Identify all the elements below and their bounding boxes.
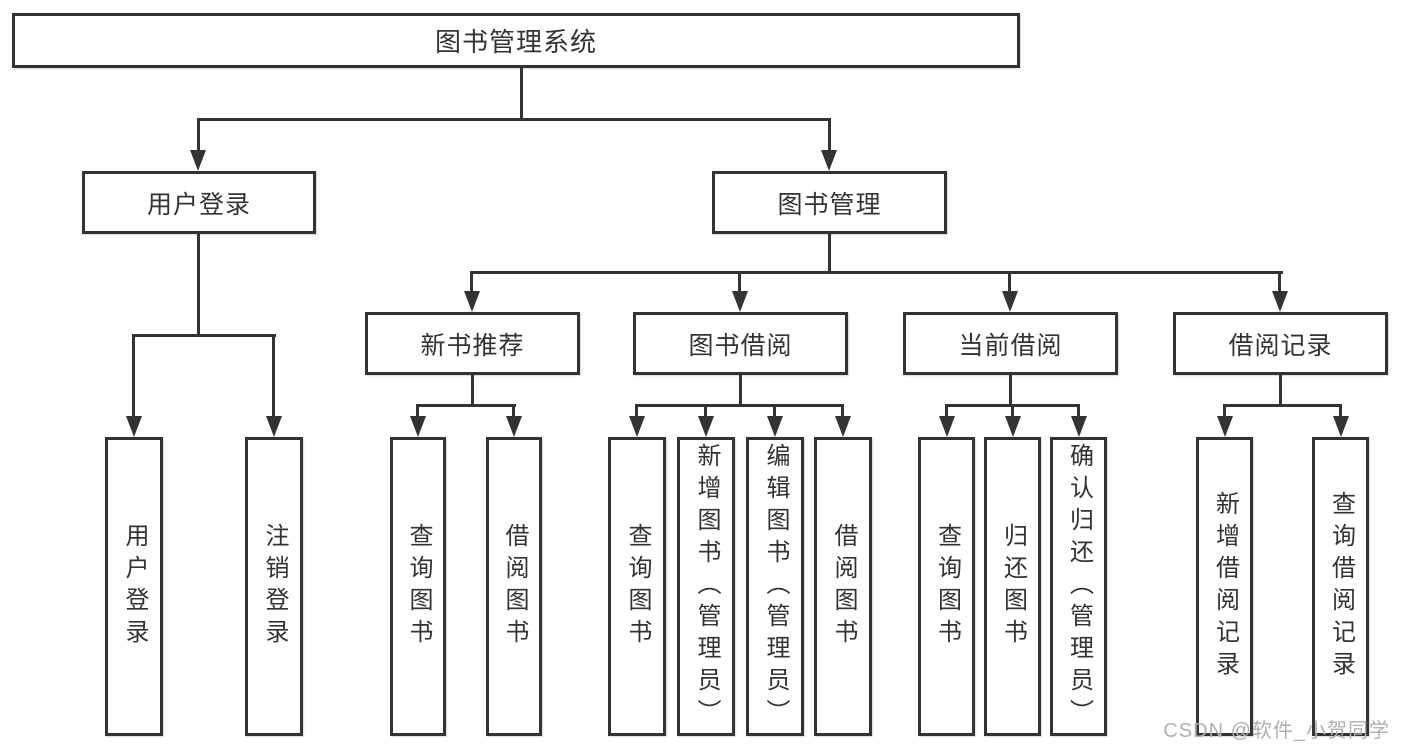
- connector-line: [520, 68, 523, 120]
- connector-line: [828, 118, 831, 152]
- node-label: 新书推荐: [420, 331, 525, 360]
- connector-line: [1278, 271, 1281, 293]
- node-user-login: 用户登录: [82, 171, 316, 234]
- node-borrow-book: 借阅图书: [814, 437, 872, 736]
- csdn-watermark: CSDN @软件_小贺同学: [1163, 720, 1390, 742]
- arrow-down-icon: [1272, 291, 1288, 312]
- node-label: 借阅图书: [830, 522, 857, 651]
- connector-line: [416, 404, 516, 407]
- node-return-book: 归还图书: [984, 437, 1041, 736]
- node-label: 图书管理: [777, 190, 882, 219]
- connector-line: [197, 234, 200, 336]
- arrow-down-icon: [464, 291, 480, 312]
- arrow-down-icon: [126, 416, 142, 437]
- node-label: 新增借阅记录: [1211, 490, 1239, 683]
- arrow-down-icon: [629, 416, 645, 437]
- node-new-book-recommend: 新书推荐: [365, 312, 580, 375]
- node-book-borrowing: 图书借阅: [633, 312, 848, 375]
- connector-line: [1011, 404, 1014, 418]
- node-user-login-leaf: 用户登录: [105, 437, 163, 736]
- node-library-management-system: 图书管理系统: [12, 13, 1020, 68]
- arrow-down-icon: [266, 416, 282, 437]
- connector-line: [197, 118, 831, 121]
- connector-line: [1339, 404, 1342, 418]
- connector-line: [132, 334, 135, 417]
- node-label: 查询图书: [624, 522, 651, 651]
- node-query-books-current: 查询图书: [918, 437, 975, 736]
- node-label: 新增图书（管理员）: [693, 442, 720, 731]
- node-label: 借阅图书: [501, 522, 528, 651]
- connector-line: [1008, 271, 1011, 293]
- node-label: 用户登录: [121, 522, 148, 651]
- connector-line: [132, 334, 276, 337]
- connector-line: [416, 404, 419, 418]
- connector-line: [945, 404, 948, 418]
- arrow-down-icon: [1002, 291, 1018, 312]
- node-label: 图书管理系统: [434, 27, 597, 57]
- arrow-down-icon: [732, 291, 748, 312]
- arrow-down-icon: [698, 416, 714, 437]
- arrow-down-icon: [190, 150, 206, 171]
- arrow-down-icon: [1333, 416, 1349, 437]
- connector-line: [512, 404, 515, 418]
- node-add-borrow-record: 新增借阅记录: [1196, 437, 1253, 736]
- connector-line: [828, 234, 831, 274]
- node-label: 编辑图书（管理员）: [762, 442, 789, 731]
- connector-line: [197, 118, 200, 152]
- arrow-down-icon: [1217, 416, 1233, 437]
- arrow-down-icon: [410, 416, 426, 437]
- arrow-down-icon: [835, 416, 851, 437]
- connector-line: [635, 404, 638, 418]
- connector-line: [471, 375, 474, 407]
- connector-line: [738, 271, 741, 293]
- node-label: 借阅记录: [1228, 331, 1333, 360]
- node-borrow-records: 借阅记录: [1173, 312, 1388, 375]
- connector-line: [471, 271, 1283, 274]
- node-book-management: 图书管理: [712, 171, 947, 234]
- connector-line: [635, 404, 843, 407]
- connector-line: [773, 404, 776, 418]
- node-query-books-recommend: 查询图书: [390, 437, 446, 736]
- node-query-borrow-record: 查询借阅记录: [1312, 437, 1369, 736]
- connector-line: [1077, 404, 1080, 418]
- node-logout-leaf: 注销登录: [245, 437, 303, 736]
- arrow-down-icon: [767, 416, 783, 437]
- connector-line: [1223, 404, 1226, 418]
- node-label: 查询借阅记录: [1327, 490, 1355, 683]
- node-label: 图书借阅: [688, 331, 793, 360]
- node-label: 归还图书: [999, 522, 1027, 651]
- arrow-down-icon: [1005, 416, 1021, 437]
- node-label: 注销登录: [261, 522, 288, 651]
- node-label: 确认归还（管理员）: [1065, 442, 1093, 731]
- arrow-down-icon: [939, 416, 955, 437]
- node-label: 查询图书: [933, 522, 961, 651]
- connector-line: [739, 375, 742, 407]
- connector-line: [841, 404, 844, 418]
- node-label: 当前借阅: [958, 331, 1063, 360]
- node-add-book-admin: 新增图书（管理员）: [677, 437, 735, 736]
- node-borrow-book-recommend: 借阅图书: [486, 437, 542, 736]
- connector-line: [272, 334, 275, 417]
- arrow-down-icon: [506, 416, 522, 437]
- node-label: 查询图书: [405, 522, 432, 651]
- arrow-down-icon: [1071, 416, 1087, 437]
- node-label: 用户登录: [146, 190, 251, 219]
- node-current-borrowing: 当前借阅: [903, 312, 1118, 375]
- node-confirm-return-admin: 确认归还（管理员）: [1050, 437, 1107, 736]
- connector-line: [1279, 375, 1282, 407]
- node-query-books-borrowing: 查询图书: [608, 437, 666, 736]
- connector-line: [704, 404, 707, 418]
- connector-line: [1009, 375, 1012, 407]
- node-edit-book-admin: 编辑图书（管理员）: [746, 437, 804, 736]
- connector-line: [1223, 404, 1342, 407]
- connector-line: [470, 271, 473, 293]
- arrow-down-icon: [821, 150, 837, 171]
